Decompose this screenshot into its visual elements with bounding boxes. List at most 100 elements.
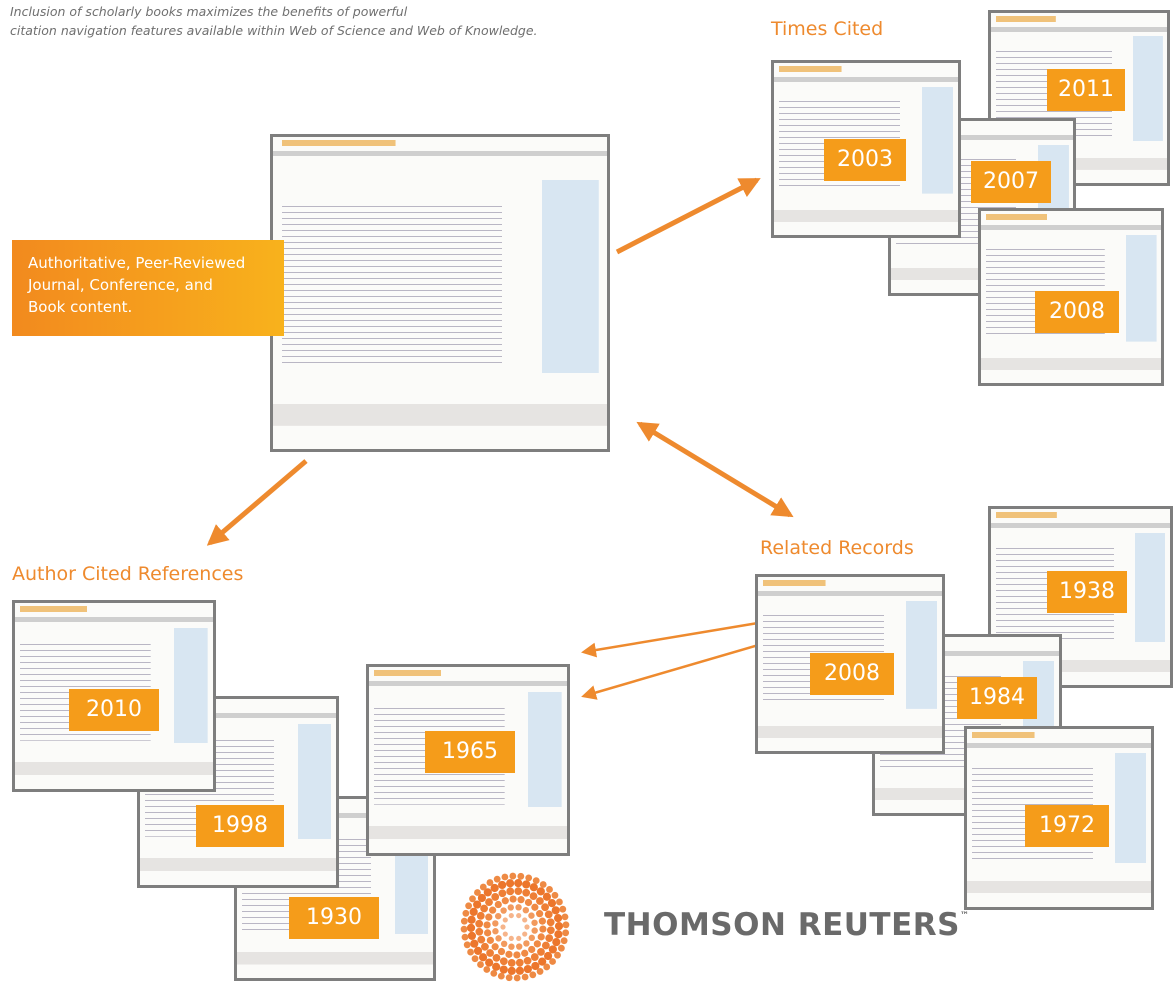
logo-dot <box>522 888 531 897</box>
logo-dot <box>546 886 553 893</box>
logo-dot <box>528 945 536 954</box>
logo-dot <box>479 883 487 891</box>
logo-dot <box>539 925 547 933</box>
logo-dot <box>513 951 521 959</box>
arrow-to-times-cited <box>615 177 761 255</box>
logo-dot <box>477 961 484 968</box>
logo-dot <box>473 900 482 909</box>
logo-dot <box>484 929 492 937</box>
caption-line-1: Inclusion of scholarly books maximizes t… <box>10 4 408 19</box>
logo-dot <box>470 939 479 948</box>
arrow-related-to-cited-1 <box>581 621 759 658</box>
logo-dot <box>522 917 528 923</box>
logo-dot <box>491 943 499 951</box>
times-cited-2011-screenshot: 2011 <box>988 10 1170 186</box>
logo-dot <box>473 946 483 955</box>
logo-dot <box>514 887 523 896</box>
intro-caption: Inclusion of scholarly books maximizes t… <box>10 2 770 40</box>
logo-dot <box>523 964 532 974</box>
logo-dot <box>508 935 514 942</box>
logo-dot <box>486 949 494 957</box>
year-badge: 2003 <box>824 139 906 181</box>
logo-dot <box>529 971 537 979</box>
author-cited-references-label: Author Cited References <box>12 563 244 585</box>
logo-dot <box>528 912 535 919</box>
logo-dot <box>536 897 544 905</box>
logo-dot <box>545 934 554 943</box>
logo-dot <box>542 892 552 901</box>
logo-dot <box>521 973 529 981</box>
logo-dot <box>515 966 524 975</box>
logo-dot <box>466 923 476 932</box>
logo-dot <box>480 904 489 913</box>
logo-dot <box>522 880 531 889</box>
logo-dot <box>553 913 563 923</box>
year-badge: 2007 <box>971 161 1051 203</box>
logo-dot <box>478 953 488 962</box>
logo-dot <box>517 896 525 904</box>
logo-dot <box>523 940 530 947</box>
logo-dot <box>493 875 501 883</box>
logo-dot <box>491 893 500 901</box>
logo-dot <box>465 902 473 910</box>
logo-dot <box>500 907 507 914</box>
logo-dot <box>483 888 492 897</box>
logo-dot <box>561 913 569 921</box>
logo-dot <box>522 906 530 914</box>
logo-dot <box>460 925 468 933</box>
cited-2010-screenshot: 2010 <box>12 600 216 792</box>
logo-dot <box>467 948 474 956</box>
logo-dot <box>483 921 491 929</box>
logo-dot <box>547 899 557 908</box>
logo-dot <box>523 956 532 965</box>
logo-dot <box>505 950 513 958</box>
logo-dot <box>501 897 509 905</box>
logo-dot <box>562 921 570 929</box>
logo-dot <box>497 972 505 980</box>
logo-dot <box>543 951 553 961</box>
logo-dot <box>497 947 506 956</box>
logo-dot <box>517 872 525 880</box>
logo-dot <box>531 927 538 934</box>
logo-dot <box>475 927 484 936</box>
logo-dot <box>556 898 563 906</box>
thomson-reuters-logo-icon <box>460 872 570 982</box>
logo-dot <box>474 889 481 896</box>
logo-dot <box>476 911 485 920</box>
year-badge: 1984 <box>957 677 1037 719</box>
logo-dot <box>461 933 469 941</box>
logo-dot <box>498 889 507 898</box>
logo-dot <box>554 930 563 939</box>
logo-dot <box>536 968 544 975</box>
logo-dot <box>460 917 468 925</box>
related-2008-screenshot: 2008 <box>755 574 945 754</box>
year-badge: 1965 <box>425 731 515 773</box>
logo-dot <box>537 933 545 941</box>
logo-dot <box>500 924 506 930</box>
logo-dot <box>492 953 501 962</box>
logo-dot <box>508 912 514 919</box>
logo-dot <box>551 891 559 899</box>
logo-dot <box>525 874 533 882</box>
logo-dot <box>502 931 508 937</box>
logo-dot <box>486 879 494 886</box>
year-badge: 2008 <box>1035 291 1119 333</box>
logo-dot <box>492 928 499 935</box>
logo-dot <box>543 963 551 971</box>
logo-dot <box>516 912 522 919</box>
logo-dot <box>560 937 568 945</box>
logo-dot <box>505 974 513 982</box>
logo-dot <box>532 877 540 885</box>
logo-dot <box>481 942 489 951</box>
logo-dot <box>541 903 549 912</box>
logo-dot <box>537 948 545 956</box>
central-record-screenshot <box>270 134 610 452</box>
logo-dot <box>546 918 555 927</box>
content-callout: Authoritative, Peer-Reviewed Journal, Co… <box>12 240 284 336</box>
logo-dot <box>529 892 538 901</box>
logo-dot <box>486 936 494 944</box>
logo-dot <box>469 895 476 903</box>
logo-dot <box>515 904 522 911</box>
times-cited-2003-screenshot: 2003 <box>771 60 961 238</box>
logo-dot <box>492 920 499 927</box>
